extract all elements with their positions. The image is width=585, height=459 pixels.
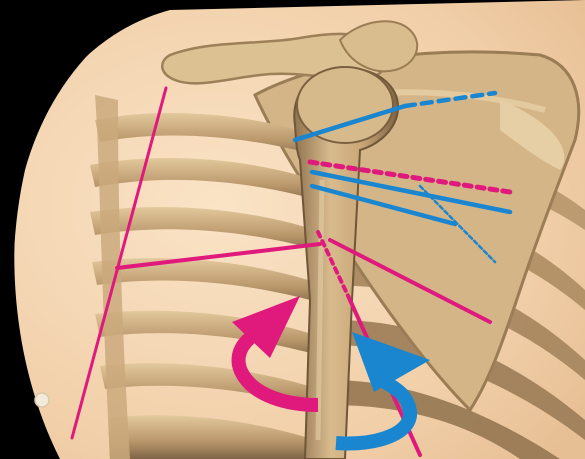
shoulder-skeleton-figure [0, 0, 585, 459]
anatomy-illustration [0, 0, 585, 459]
